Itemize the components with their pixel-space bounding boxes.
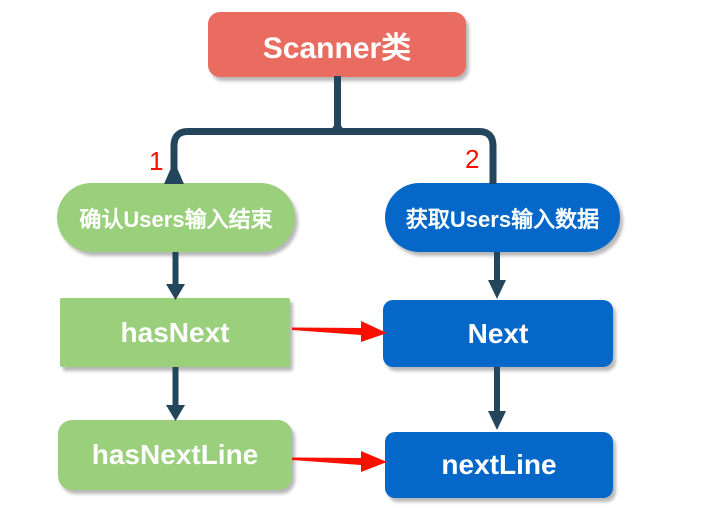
red-arrow-hasnext-to-next [292,321,387,342]
trunk-junction-flare [327,121,348,135]
left-branch-head-pill: 确认Users输入结束 [57,183,295,252]
branch-bar-connector [170,128,497,184]
node-hasnext: hasNext [60,298,290,367]
down-arrowhead-icon [166,405,185,421]
right-branch-head-pill: 获取Users输入数据 [385,183,620,252]
node-next: Next [383,300,613,367]
down-arrowhead-icon [488,411,506,430]
branch-number-1: 1 [149,146,164,176]
red-arrow-hasnextline-to-nextline [292,451,387,472]
branch-number-2: 2 [465,144,480,174]
up-arrowhead-icon [164,161,184,184]
down-arrowhead-icon [488,280,506,299]
node-nextline: nextLine [385,432,613,498]
root-node-scanner: Scanner类 [208,12,466,77]
node-hasnextline: hasNextLine [58,420,292,490]
